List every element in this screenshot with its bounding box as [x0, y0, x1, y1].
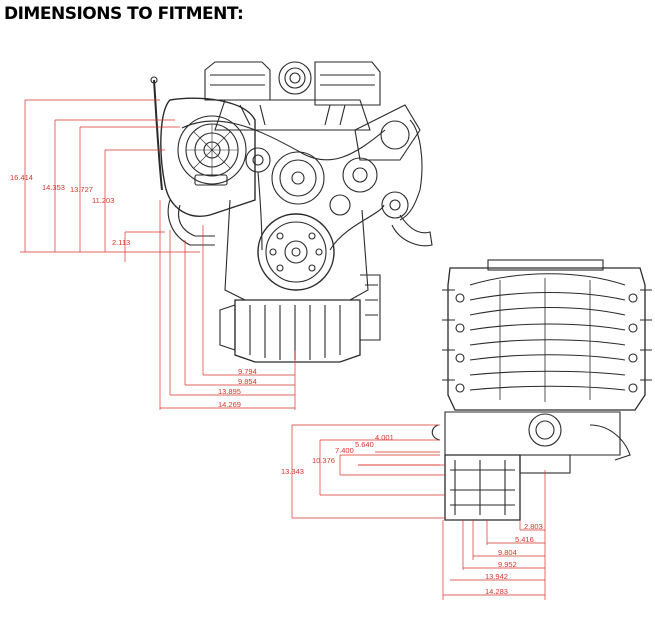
front-dim-label: 9.794 — [238, 367, 257, 376]
front-dim-label: 16.414 — [10, 173, 33, 182]
front-dim-label: 14.269 — [218, 400, 241, 409]
front-dim-label: 11.203 — [92, 196, 114, 205]
front-dim-label: 13.895 — [218, 387, 241, 396]
front-view-dimension-labels: 16.414 14.353 13.727 11.203 2.113 9.794 … — [10, 173, 257, 409]
side-dim-label: 13.343 — [281, 467, 304, 476]
side-dim-label: 2.803 — [524, 522, 543, 531]
side-dim-label: 9.804 — [498, 548, 517, 557]
side-dim-label: 7.400 — [335, 446, 354, 455]
front-view-engine — [150, 61, 433, 363]
side-dim-label: 13.942 — [485, 572, 508, 581]
side-dim-label: 5.416 — [515, 535, 534, 544]
side-dim-label: 4.001 — [375, 433, 394, 442]
side-dim-label: 10.376 — [312, 456, 335, 465]
side-view-engine — [431, 259, 652, 521]
side-view-dimension-labels: 13.343 10.376 7.400 5.640 4.001 2.803 5.… — [281, 433, 543, 596]
side-dim-label: 14.283 — [485, 587, 508, 596]
front-dim-label: 2.113 — [112, 238, 130, 247]
side-dim-label: 5.640 — [355, 440, 374, 449]
side-dim-label: 9.952 — [498, 560, 517, 569]
front-dim-label: 14.353 — [42, 183, 65, 192]
front-dim-label: 13.727 — [70, 185, 93, 194]
page-title: DIMENSIONS TO FITMENT: — [4, 4, 244, 24]
front-dim-label: 9.854 — [238, 377, 257, 386]
dimension-lines — [20, 99, 546, 600]
